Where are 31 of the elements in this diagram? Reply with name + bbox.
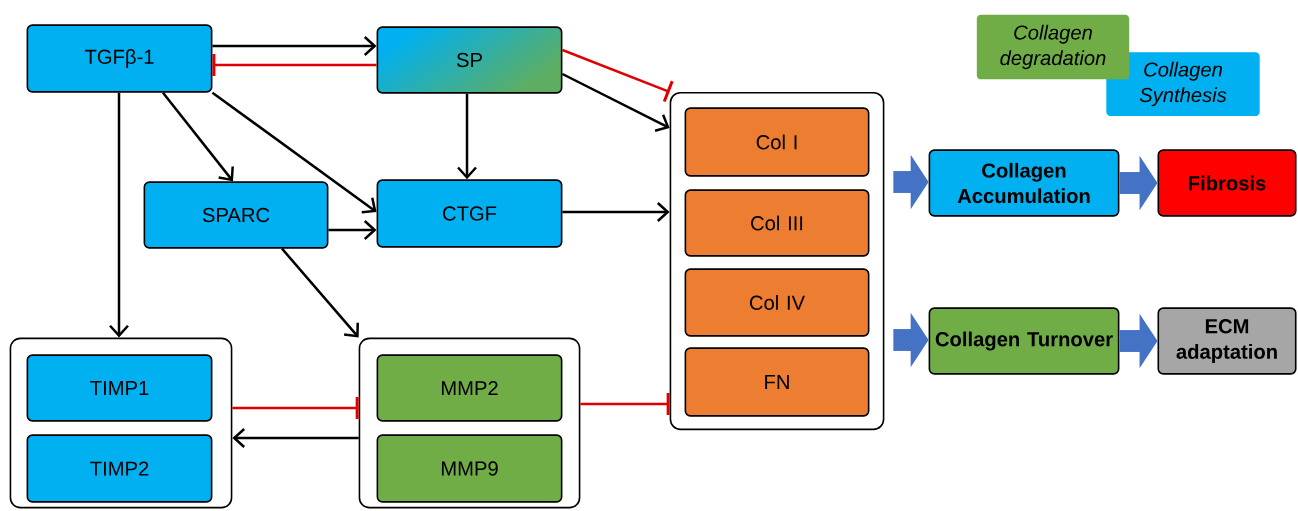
inhibition-line — [580, 393, 670, 415]
arrow — [212, 36, 377, 56]
process-box: MMP2 — [376, 354, 563, 422]
inhibition-line — [212, 54, 377, 76]
arrow — [162, 91, 234, 182]
outcome-box: ECM adaptation — [1157, 307, 1297, 375]
arrow — [109, 92, 129, 338]
arrow — [281, 247, 359, 338]
process-box: Col IV — [684, 268, 870, 337]
arrow — [561, 72, 670, 132]
process-box: CTGF — [376, 179, 563, 248]
process-box: MMP9 — [376, 434, 563, 503]
outcome-box: Collagen Accumulation — [928, 149, 1120, 217]
arrow — [232, 428, 359, 448]
arrow — [211, 91, 377, 214]
process-box: Col I — [684, 107, 870, 177]
arrow — [328, 220, 377, 240]
process-box: FN — [684, 347, 870, 417]
process-box: SP — [376, 26, 563, 94]
process-box: SPARC — [143, 181, 329, 249]
inhibition-line — [232, 397, 359, 419]
process-box: TGFβ-1 — [26, 24, 213, 93]
process-box: Col III — [684, 189, 870, 257]
process-box: TIMP2 — [26, 434, 213, 503]
process-box: TIMP1 — [26, 354, 213, 422]
arrow — [457, 93, 477, 180]
outcome-box: Fibrosis — [1157, 149, 1297, 217]
arrow — [562, 202, 670, 222]
legend-box: Collagen Synthesis — [1106, 52, 1260, 116]
outcome-box: Collagen Turnover — [928, 307, 1120, 375]
legend-box: Collagen degradation — [976, 14, 1130, 80]
